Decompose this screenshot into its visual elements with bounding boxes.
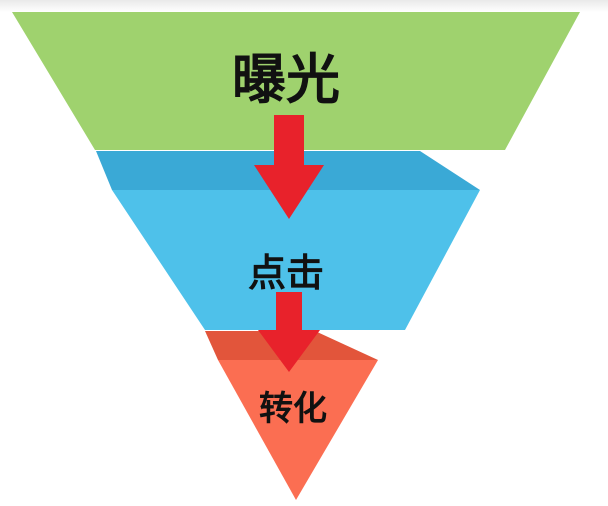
stage-click-band xyxy=(112,190,480,330)
down-arrow-icon xyxy=(254,115,324,219)
stage-click-label: 点击 xyxy=(248,251,324,295)
stage-exposure-label: 曝光 xyxy=(232,48,340,111)
stage-exposure: 曝光 xyxy=(12,12,580,150)
stage-exposure-band xyxy=(12,12,580,150)
stage-conversion-label: 转化 xyxy=(259,389,327,429)
stage-click: 点击 xyxy=(96,151,480,330)
down-arrow-icon xyxy=(258,292,320,372)
stage-conversion-band xyxy=(218,360,378,500)
